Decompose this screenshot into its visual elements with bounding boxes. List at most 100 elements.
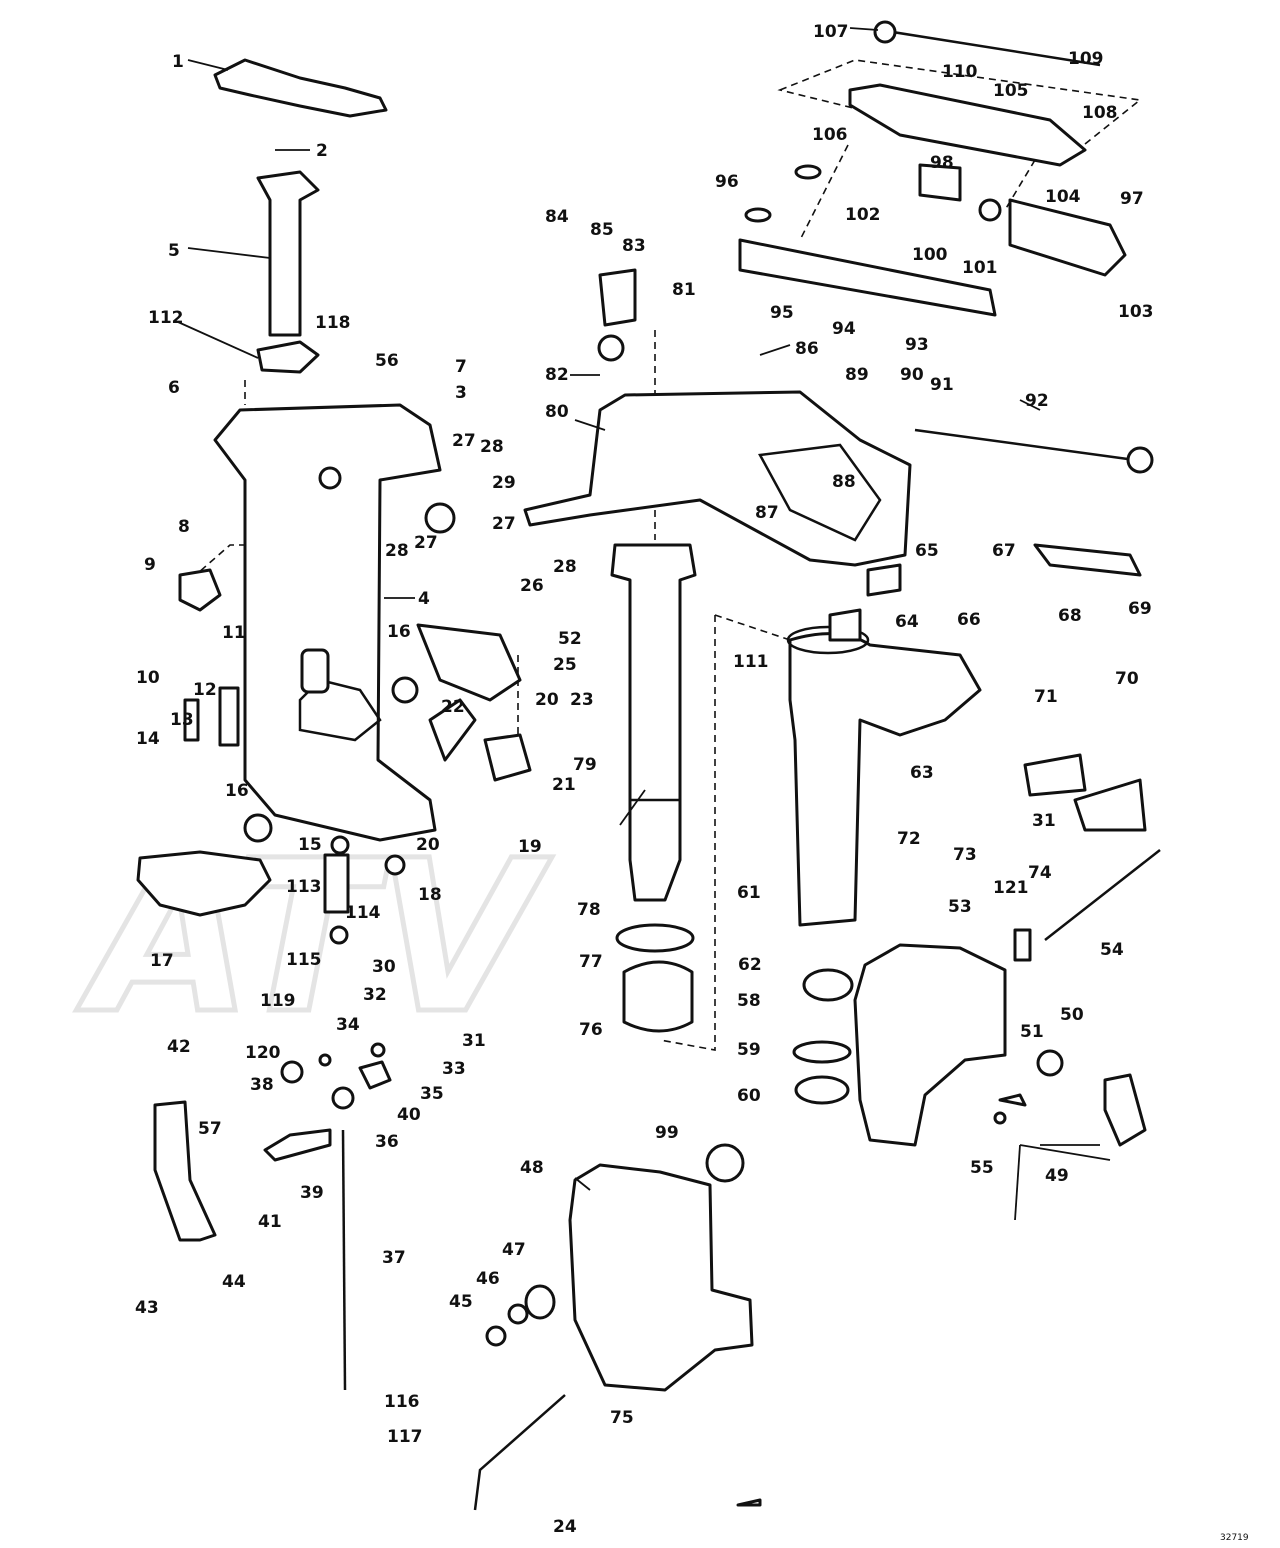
tie-rod xyxy=(1044,849,1161,941)
callout-73: 73 xyxy=(953,845,977,865)
steering-tube xyxy=(610,543,697,902)
callout-86: 86 xyxy=(795,339,819,359)
callout-84: 84 xyxy=(545,207,569,227)
callout-104: 104 xyxy=(1045,187,1081,207)
callout-27-c: 27 xyxy=(492,514,516,534)
callout-27-a: 27 xyxy=(452,431,476,451)
callout-labels: 1 2 3 4 5 6 7 8 9 10 11 12 13 14 15 16 1… xyxy=(135,22,1154,1537)
callout-37: 37 xyxy=(382,1248,406,1268)
shift-rod-24 xyxy=(473,1394,566,1511)
callout-97: 97 xyxy=(1120,189,1144,209)
callout-36: 36 xyxy=(375,1132,399,1152)
callout-105: 105 xyxy=(993,81,1029,101)
callout-72: 72 xyxy=(897,829,921,849)
callout-117: 117 xyxy=(387,1427,423,1447)
callout-76: 76 xyxy=(579,1020,603,1040)
tiller-handle xyxy=(738,238,997,317)
callout-115: 115 xyxy=(286,950,322,970)
callout-14: 14 xyxy=(136,729,160,749)
callout-29: 29 xyxy=(492,473,516,493)
callout-43: 43 xyxy=(135,1298,159,1318)
callout-91: 91 xyxy=(930,375,954,395)
callout-28-c: 28 xyxy=(553,557,577,577)
callout-120: 120 xyxy=(245,1043,281,1063)
callout-45: 45 xyxy=(449,1292,473,1312)
callout-75: 75 xyxy=(610,1408,634,1428)
callout-9: 9 xyxy=(144,555,156,575)
callout-79: 79 xyxy=(573,755,597,775)
callout-71: 71 xyxy=(1034,687,1058,707)
callout-103: 103 xyxy=(1118,302,1154,322)
callout-118: 118 xyxy=(315,313,351,333)
callout-101: 101 xyxy=(962,258,998,278)
callout-56: 56 xyxy=(375,351,399,371)
callout-59: 59 xyxy=(737,1040,761,1060)
callout-110: 110 xyxy=(942,62,978,82)
callout-99: 99 xyxy=(655,1123,679,1143)
callout-21: 21 xyxy=(552,775,576,795)
exhaust-cover xyxy=(136,850,272,917)
callout-53: 53 xyxy=(948,897,972,917)
callout-23: 23 xyxy=(570,690,594,710)
callout-8: 8 xyxy=(178,517,190,537)
callout-46: 46 xyxy=(476,1269,500,1289)
callout-94: 94 xyxy=(832,319,856,339)
callout-44: 44 xyxy=(222,1272,246,1292)
tiller-bracket xyxy=(848,83,1087,167)
callout-95: 95 xyxy=(770,303,794,323)
callout-102: 102 xyxy=(845,205,881,225)
callout-111: 111 xyxy=(733,652,769,672)
callout-112: 112 xyxy=(148,308,184,328)
callout-41: 41 xyxy=(258,1212,282,1232)
callout-13: 13 xyxy=(170,710,194,730)
callout-52: 52 xyxy=(558,629,582,649)
callout-16-lower: 16 xyxy=(225,781,249,801)
callout-50: 50 xyxy=(1060,1005,1084,1025)
callout-109: 109 xyxy=(1068,49,1104,69)
shift-lever xyxy=(153,1100,217,1242)
callout-12: 12 xyxy=(193,680,217,700)
callout-33: 33 xyxy=(442,1059,466,1079)
callout-64: 64 xyxy=(895,612,919,632)
exhaust-gasket xyxy=(213,58,388,118)
callout-24: 24 xyxy=(553,1517,577,1537)
tilt-tube xyxy=(914,428,1136,462)
exhaust-tube xyxy=(256,170,320,337)
callout-81: 81 xyxy=(672,280,696,300)
shift-rod-107 xyxy=(879,28,1101,67)
callout-63: 63 xyxy=(910,763,934,783)
callout-18: 18 xyxy=(418,885,442,905)
callout-15: 15 xyxy=(298,835,322,855)
callout-20-lower: 20 xyxy=(416,835,440,855)
watermark: ATV xyxy=(76,815,553,1060)
callout-30: 30 xyxy=(372,957,396,977)
throttle-grip xyxy=(1008,198,1127,277)
callout-100: 100 xyxy=(912,245,948,265)
callout-90: 90 xyxy=(900,365,924,385)
callout-92: 92 xyxy=(1025,391,1049,411)
callout-121: 121 xyxy=(993,878,1029,898)
callout-31-left: 31 xyxy=(462,1031,486,1051)
callout-60: 60 xyxy=(737,1086,761,1106)
callout-62: 62 xyxy=(738,955,762,975)
callout-114: 114 xyxy=(345,903,381,923)
callout-47: 47 xyxy=(502,1240,526,1260)
callout-70: 70 xyxy=(1115,669,1139,689)
leader-lines xyxy=(177,27,1111,1221)
callout-87: 87 xyxy=(755,503,779,523)
callout-77: 77 xyxy=(579,952,603,972)
small-hardware xyxy=(178,163,1147,1507)
callout-32: 32 xyxy=(363,985,387,1005)
callout-22: 22 xyxy=(441,697,465,717)
swivel-bracket xyxy=(523,390,912,567)
callout-83: 83 xyxy=(622,236,646,256)
callout-78: 78 xyxy=(577,900,601,920)
callout-80: 80 xyxy=(545,402,569,422)
callout-10: 10 xyxy=(136,668,160,688)
callout-74: 74 xyxy=(1028,863,1052,883)
drive-shaft-housing xyxy=(213,403,442,842)
callout-39: 39 xyxy=(300,1183,324,1203)
callout-28-a: 28 xyxy=(480,437,504,457)
callout-3: 3 xyxy=(455,383,467,403)
